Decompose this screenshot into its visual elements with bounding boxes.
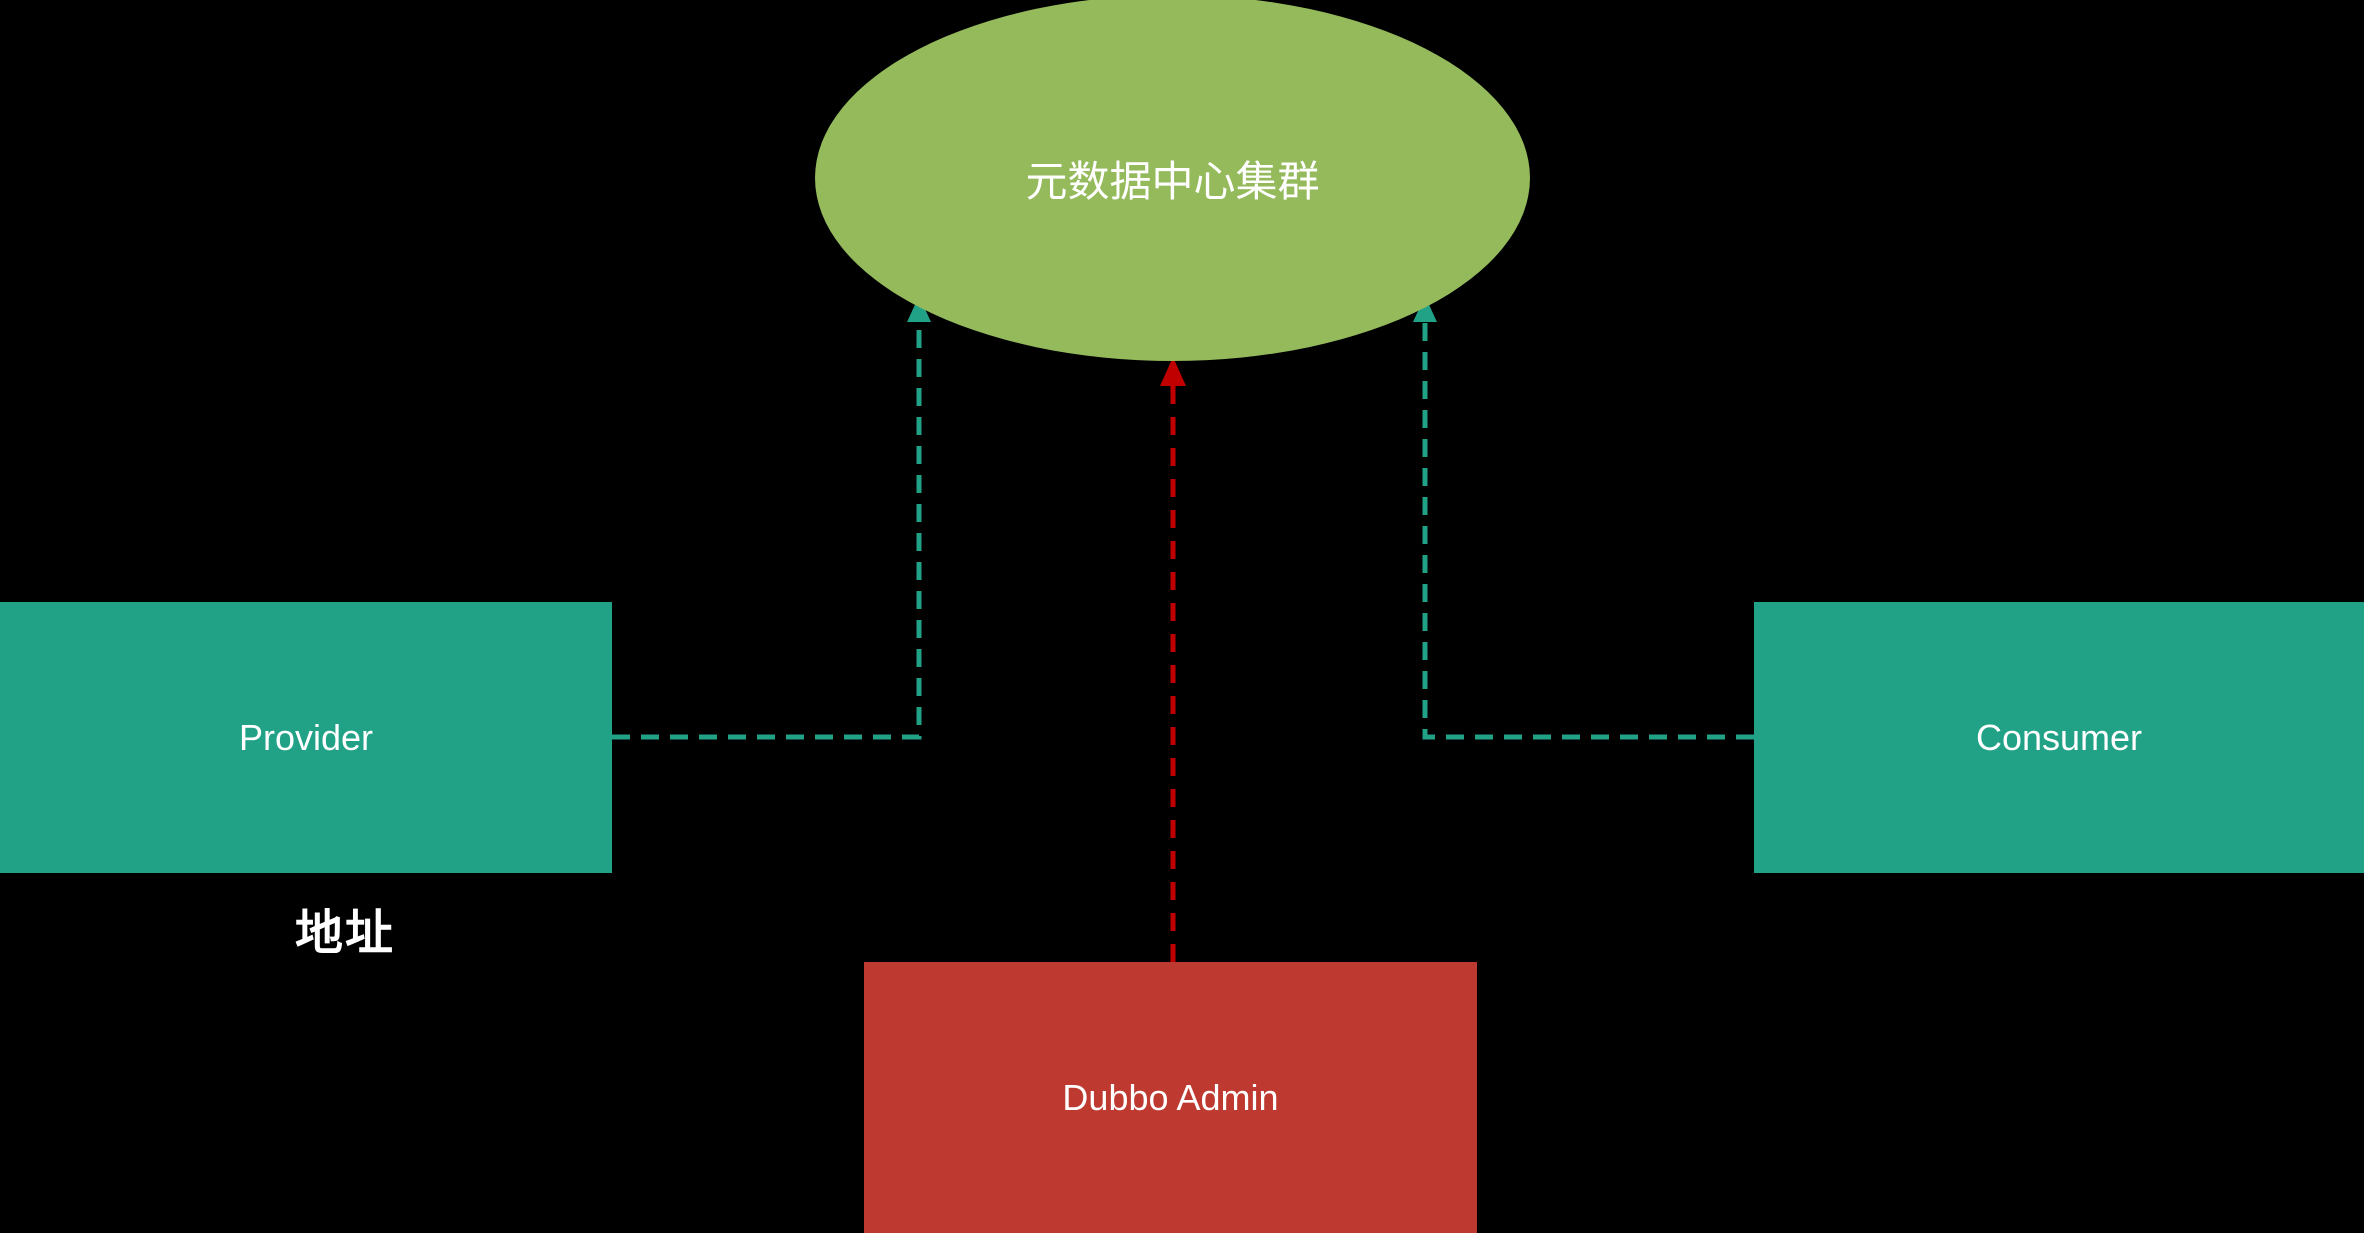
metadata-center-cluster-label: 元数据中心集群: [1025, 157, 1320, 205]
dubbo-admin-node: Dubbo Admin: [864, 962, 1477, 1233]
consumer-arrowhead-icon: [1413, 296, 1437, 322]
consumer-label: Consumer: [1975, 716, 2143, 758]
provider-label: Provider: [238, 716, 374, 758]
admin-arrowhead-icon: [1160, 357, 1186, 386]
address-annotation: 地址: [295, 907, 396, 960]
consumer-to-metadata-connector: [1422, 320, 1754, 740]
provider-to-metadata-connector: [612, 320, 922, 740]
consumer-node: Consumer: [1754, 602, 2364, 873]
provider-node: Provider: [0, 602, 612, 873]
provider-arrowhead-icon: [907, 296, 931, 322]
metadata-center-cluster-node: 元数据中心集群: [815, 0, 1530, 361]
dubbo-admin-label: Dubbo Admin: [1062, 1076, 1279, 1118]
